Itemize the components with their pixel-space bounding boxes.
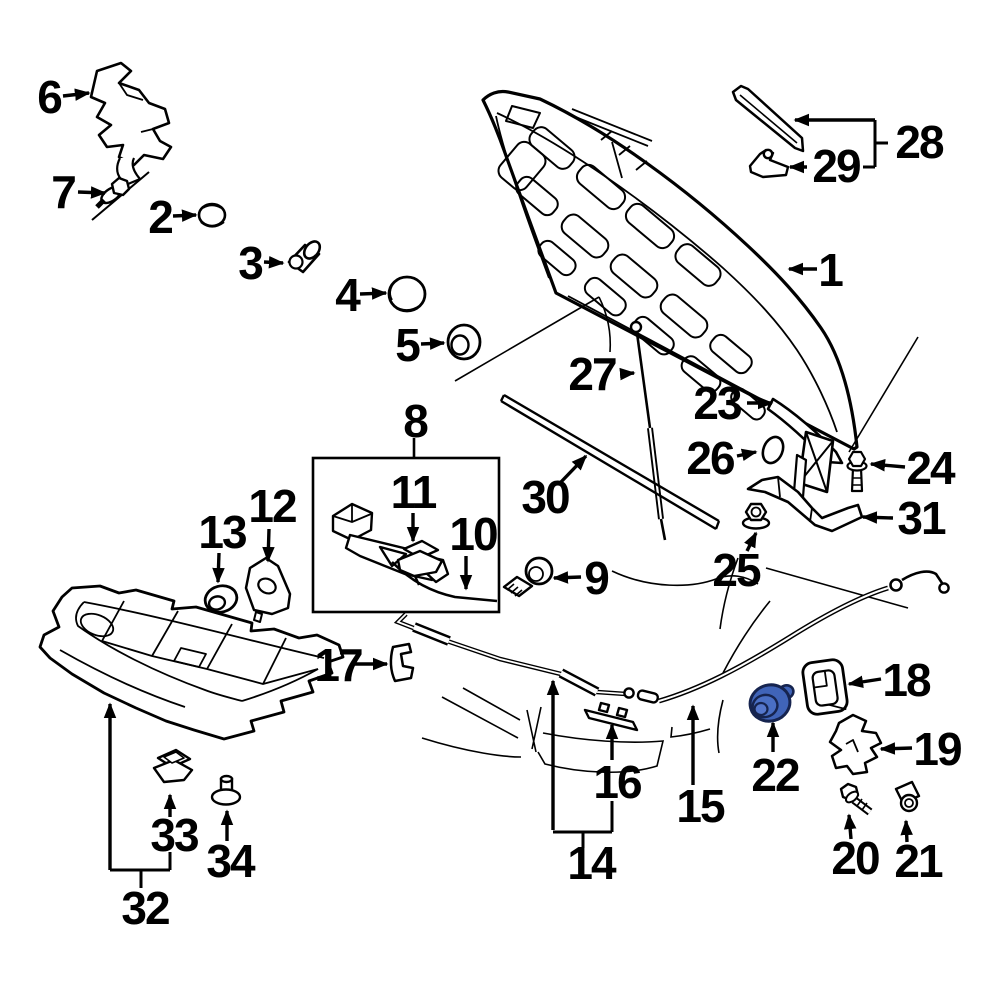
part-28-molding — [731, 84, 805, 153]
part-25-nut — [741, 502, 771, 530]
part-33-clip — [152, 748, 194, 784]
part-label-32: 32 — [121, 882, 170, 934]
callout-brackets — [110, 801, 614, 888]
part-label-7: 7 — [51, 166, 77, 218]
part-2-plug — [197, 202, 227, 228]
callout-28-29-bracket — [863, 120, 888, 169]
part-29-clip — [748, 148, 790, 179]
part-4-plug — [387, 275, 427, 313]
part-32-insulation-pad — [38, 584, 345, 741]
part-label-20: 20 — [831, 832, 880, 884]
part-7-bolt — [91, 171, 150, 221]
part-27-prop-rod — [629, 320, 667, 541]
part-label-10: 10 — [449, 508, 498, 560]
part-label-31: 31 — [897, 492, 946, 544]
part-21-clip-nut — [894, 780, 921, 813]
part-label-21: 21 — [894, 835, 943, 887]
part-24-bolt — [846, 450, 868, 493]
part-17-clip — [389, 642, 415, 683]
part-label-18: 18 — [882, 654, 931, 706]
part-34-pin-clip — [210, 774, 242, 806]
part-label-17: 17 — [314, 639, 363, 691]
part-3-bolt — [287, 240, 322, 274]
part-11-clip — [396, 539, 444, 586]
part-label-34: 34 — [206, 835, 255, 887]
part-6-hinge-bracket — [89, 61, 173, 186]
part-22-grommet-highlighted[interactable] — [746, 680, 795, 725]
part-16-striker-plate — [583, 701, 639, 732]
part-label-6: 6 — [37, 71, 63, 123]
part-18-bezel — [801, 658, 849, 716]
part-label-2: 2 — [148, 191, 174, 243]
part-label-5: 5 — [395, 319, 421, 371]
callout-arrows — [62, 88, 913, 870]
part-label-28: 28 — [895, 116, 944, 168]
part-label-33: 33 — [150, 809, 199, 861]
part-label-3: 3 — [238, 237, 264, 289]
part-label-11: 11 — [390, 466, 438, 518]
part-label-15: 15 — [676, 780, 725, 832]
part-19-bracket — [828, 713, 883, 776]
part-5-grommet — [446, 323, 482, 361]
part-23-hinge-arm — [766, 397, 844, 499]
part-label-19: 19 — [913, 723, 962, 775]
part-label-26: 26 — [686, 432, 735, 484]
part-31-bracket — [746, 475, 864, 533]
part-label-29: 29 — [812, 140, 861, 192]
front-panel-sketch — [421, 557, 771, 774]
hood-rib-pockets — [497, 126, 766, 421]
part-label-27: 27 — [568, 348, 617, 400]
part-12-bracket — [244, 556, 292, 623]
part-label-23: 23 — [693, 377, 742, 429]
part-13-grommet — [203, 584, 239, 614]
part-label-8: 8 — [403, 395, 429, 447]
part-9-bolt — [502, 556, 554, 598]
release-cable — [393, 570, 950, 704]
part-label-25: 25 — [712, 544, 761, 596]
part-label-24: 24 — [906, 442, 955, 494]
part-label-12: 12 — [248, 480, 297, 532]
part-26-oring — [761, 435, 785, 465]
reference-lines — [454, 296, 919, 609]
part-label-16: 16 — [593, 756, 642, 808]
part-label-1: 1 — [818, 244, 844, 296]
part-label-13: 13 — [198, 506, 247, 558]
part-label-4: 4 — [335, 269, 361, 321]
part-label-22[interactable]: 22 — [751, 749, 800, 801]
part-label-14: 14 — [567, 837, 616, 889]
part-label-9: 9 — [584, 552, 610, 604]
part-label-30: 30 — [521, 471, 570, 523]
part-1-hood — [481, 89, 859, 451]
part-30-seal-strip — [499, 393, 721, 531]
part-20-bolt — [839, 782, 873, 816]
